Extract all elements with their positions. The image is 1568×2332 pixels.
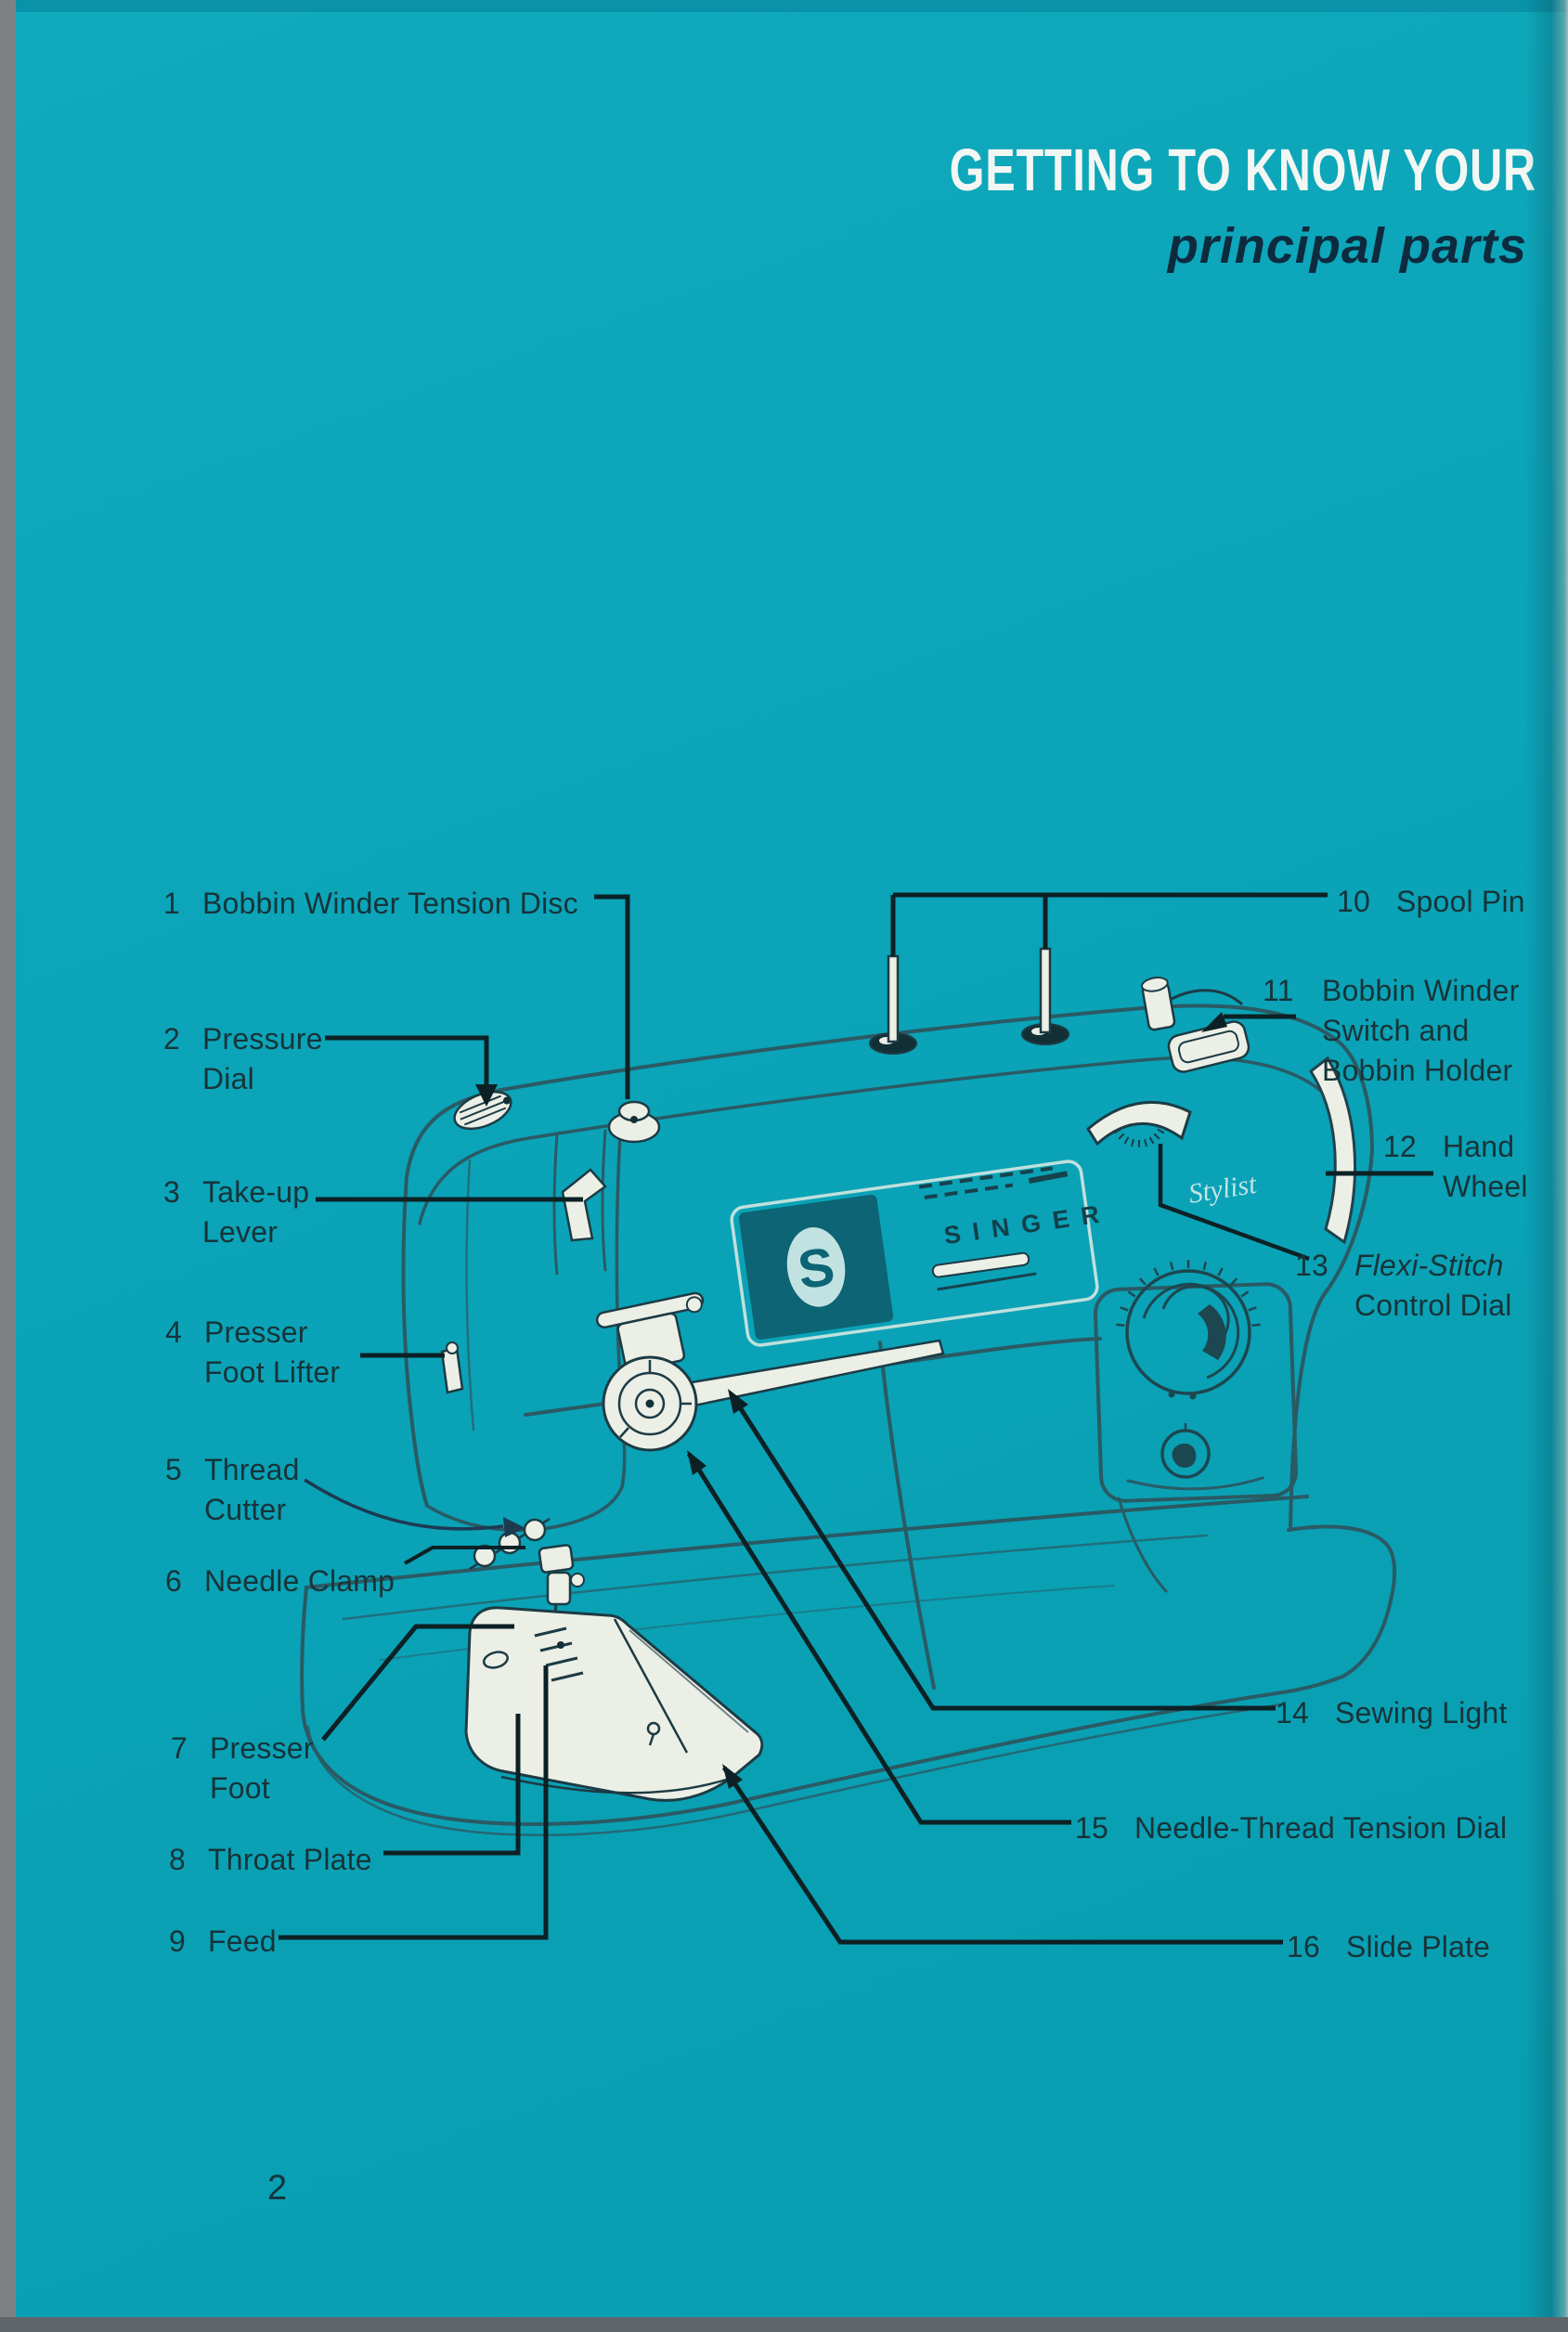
throat-plate: [464, 1606, 764, 1802]
hand-wheel: [1309, 1056, 1357, 1245]
part-number: 8: [169, 1843, 186, 1876]
stitch-width-dial: [1086, 1101, 1192, 1147]
take-up-slot: [552, 1129, 607, 1276]
pressure-dial: [453, 1090, 512, 1131]
arrowhead-2: [475, 1084, 498, 1107]
bobbin-winder: [1140, 977, 1251, 1073]
singer-panel: S SINGER: [730, 1160, 1113, 1347]
part-number: 11: [1263, 974, 1294, 1007]
scan-right-shade: [1525, 0, 1568, 2332]
part-number: 12: [1383, 1130, 1417, 1163]
logo-letter: S: [795, 1237, 838, 1302]
page-number: 2: [267, 2169, 288, 2208]
presser-foot-lifter: [440, 1341, 464, 1394]
slide-plate: [613, 1618, 689, 1754]
leader-15: [686, 1452, 1071, 1825]
flexi-stitch-control-dial: [1116, 1260, 1261, 1479]
part-number: 2: [163, 1022, 180, 1056]
leader-8: [383, 1714, 521, 1856]
leader-13: [1158, 1144, 1310, 1262]
arrowhead-5: [503, 1517, 525, 1537]
leader-2: [325, 1035, 489, 1086]
page-title: GETTING TO KNOW YOUR: [949, 136, 1536, 203]
arrowhead-14: [728, 1389, 748, 1414]
part-number: 13: [1295, 1249, 1328, 1282]
leader-14: [729, 1393, 1276, 1711]
needle-thread-tension-dial: [595, 1291, 705, 1452]
leader-7: [321, 1624, 514, 1742]
brand-name: SINGER: [942, 1198, 1113, 1250]
part-number: 14: [1276, 1696, 1309, 1730]
part-number: 7: [171, 1731, 188, 1765]
part-number: 5: [165, 1453, 182, 1486]
bobbin-winder-tension-disc: [607, 1100, 661, 1144]
part-number: 16: [1287, 1930, 1320, 1963]
head-left-edge: [401, 1175, 429, 1508]
arrowhead-16: [722, 1764, 743, 1789]
leader-16: [721, 1766, 1283, 1945]
feed-slots: [534, 1626, 584, 1682]
model-script: Stylist: [1186, 1169, 1259, 1210]
take-up-lever: [561, 1168, 607, 1242]
arrowhead-11: [1201, 1012, 1227, 1032]
pillar-front-edge: [878, 1341, 936, 1690]
plates: [464, 1606, 764, 1802]
part-number: 1: [163, 887, 180, 920]
arrowhead-15: [687, 1450, 706, 1475]
part-number: 10: [1337, 885, 1370, 918]
part-number: 15: [1075, 1811, 1108, 1845]
part-number: 3: [163, 1175, 180, 1209]
leader-6: [404, 1546, 525, 1565]
scan-top-band: [16, 0, 1568, 12]
scan-bottom-strip: [0, 2317, 1568, 2332]
needle-clamp: [538, 1544, 585, 1642]
spool-pins: [869, 947, 1069, 1055]
bed-front-edge: [300, 1586, 1290, 1826]
page-subtitle: principal parts: [1167, 218, 1527, 274]
leader-9: [279, 1665, 549, 1940]
leader-5: [304, 1478, 504, 1531]
part-number: 6: [165, 1564, 182, 1598]
leader-1: [594, 894, 630, 1099]
bed-back-edge: [305, 1495, 1309, 1589]
leader-lines: [279, 892, 1433, 1945]
leader-10: [890, 892, 1328, 956]
part-number: 9: [169, 1924, 186, 1958]
scan-left-strip: [0, 0, 16, 2332]
part-number: 4: [165, 1315, 182, 1349]
